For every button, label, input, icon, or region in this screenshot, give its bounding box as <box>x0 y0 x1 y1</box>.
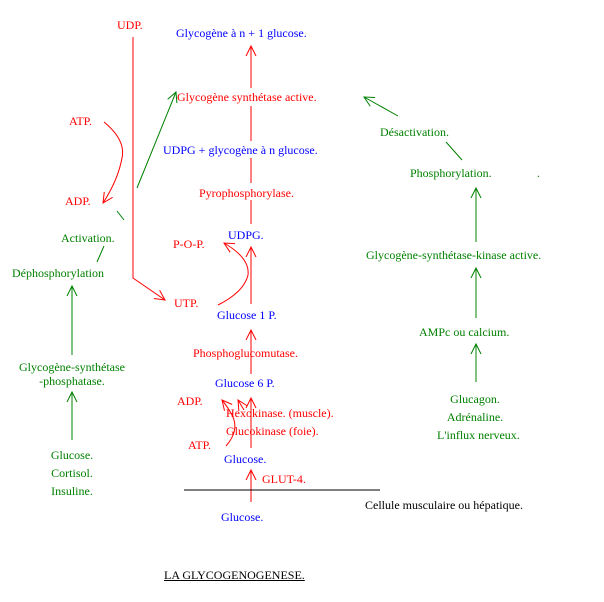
arrow-atp-to-adp-top <box>103 121 124 203</box>
phosphoglucomutase-label: Phosphoglucomutase. <box>193 346 298 360</box>
pop-label: P-O-P. <box>173 237 205 251</box>
udpg-glycogen-label: UDPG + glycogène à n glucose. <box>163 143 318 157</box>
cell-membrane-label: Cellule musculaire ou hépatique. <box>365 498 523 512</box>
udp-label: UDP. <box>117 18 143 32</box>
arrow-utp-to-pop <box>217 243 249 306</box>
glucokinase-label: Glucokinase (foie). <box>226 424 319 438</box>
desactivation-label: Désactivation. <box>380 125 449 139</box>
gs-active-label: Glycogène synthétase active. <box>177 90 317 104</box>
utp-label: UTP. <box>174 296 199 310</box>
hexokinase-label: Hexokinase. (muscle). <box>226 406 334 420</box>
glucose-inner-label: Glucose. <box>224 452 267 466</box>
hormones-right: Glucagon. Adrénaline. L'influx nerveux. <box>437 392 520 442</box>
arrow-desactivation-to-synthase <box>364 97 399 117</box>
dot-mark: . <box>537 166 540 180</box>
arrow-udp-to-utp <box>132 37 165 300</box>
phosphorylation-label: Phosphorylation. <box>410 166 492 180</box>
arrow-atp-to-adp-bottom <box>222 400 236 447</box>
glucose-outer-label: Glucose. <box>221 510 264 524</box>
adp-bottom-label: ADP. <box>177 394 203 408</box>
pyrophosphorylase-label: Pyrophosphorylase. <box>199 186 294 200</box>
arrow-adp-tick <box>238 400 244 410</box>
glucose6p-label: Glucose 6 P. <box>215 376 275 390</box>
glut4-label: GLUT-4. <box>262 472 306 486</box>
arrow-phosphorylation-to-desactivation <box>445 141 463 161</box>
gsk-active-label: Glycogène-synthétase-kinase active. <box>366 248 542 262</box>
dephosphorylation-label: Déphosphorylation <box>12 266 104 280</box>
atp-bottom-label: ATP. <box>188 438 212 452</box>
gs-phosphatase-label: Glycogène-synthétase -phosphatase. <box>19 360 125 388</box>
udpg-label: UDPG. <box>228 228 264 242</box>
arrow-activation-tick <box>116 210 125 221</box>
adp-top-label: ADP. <box>65 194 91 208</box>
hormones-left: Glucose. Cortisol. Insuline. <box>50 448 94 498</box>
glycogen-n1-label: Glycogène à n + 1 glucose. <box>176 26 307 40</box>
glucose1p-label: Glucose 1 P. <box>217 308 277 322</box>
arrow-activation-to-synthase <box>136 92 176 189</box>
ampc-label: AMPc ou calcium. <box>419 325 510 339</box>
arrow-dephospho-to-activation <box>96 245 105 263</box>
atp-top-label: ATP. <box>69 114 93 128</box>
page-title: LA GLYCOGENOGENESE. <box>164 568 305 582</box>
activation-label: Activation. <box>61 231 115 245</box>
